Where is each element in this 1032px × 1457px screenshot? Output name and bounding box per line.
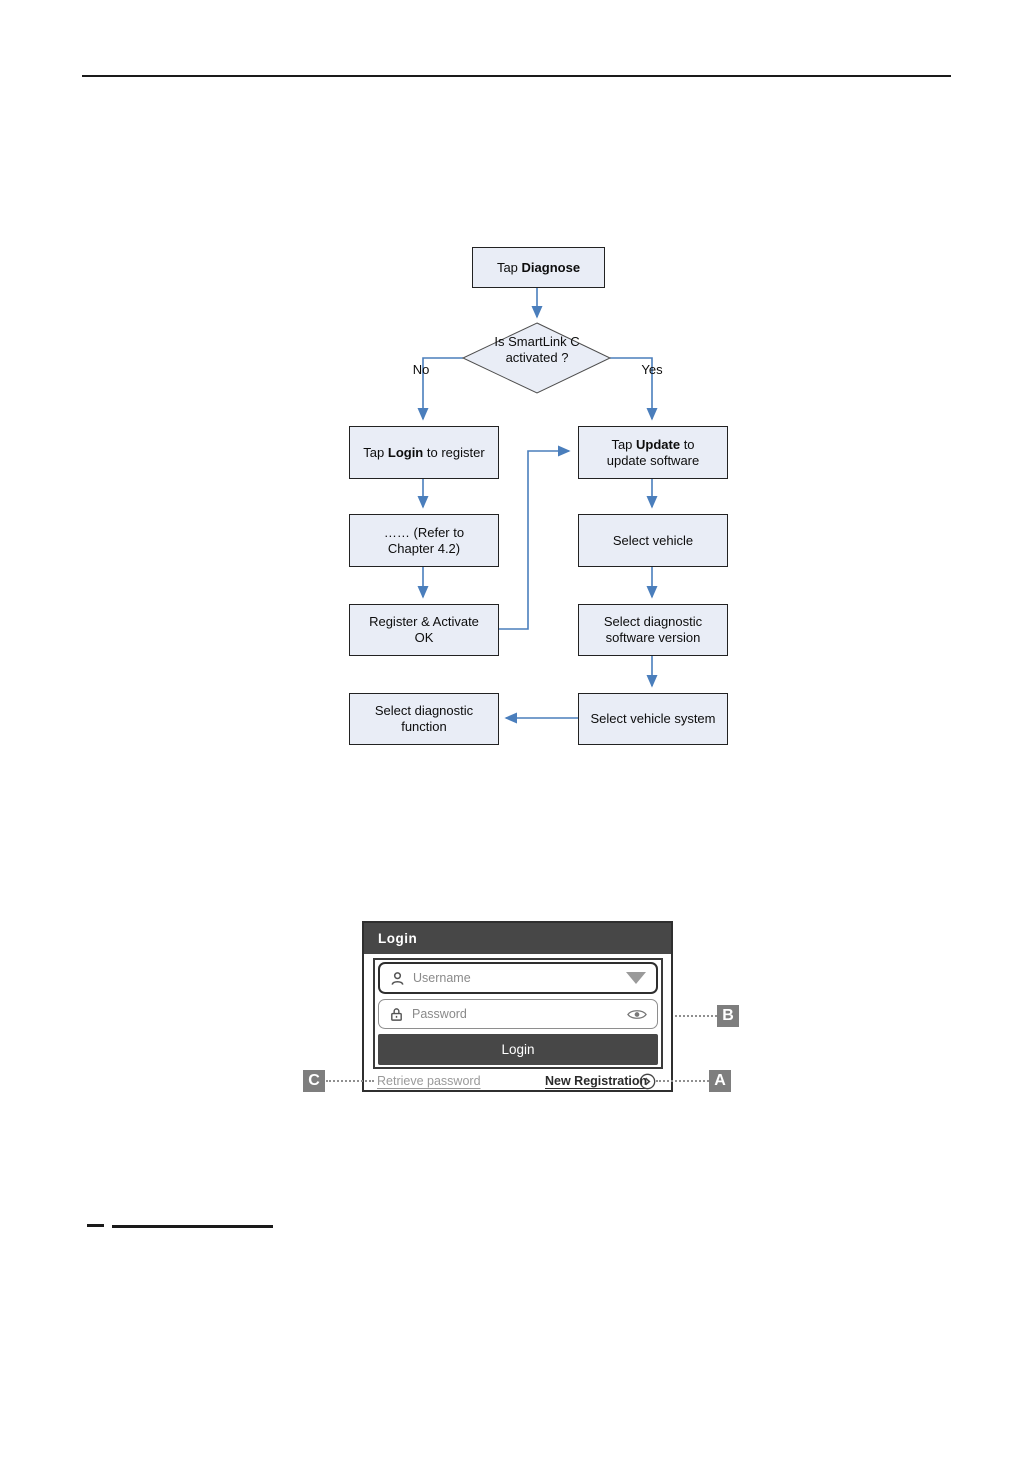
- flow-box-label: Tap Login to register: [363, 444, 485, 460]
- lock-icon: [391, 1007, 402, 1021]
- flowchart-connectors: [417, 286, 658, 724]
- login-title-bar: Login: [364, 923, 671, 954]
- flow-box-label: Tap Update to update software: [606, 436, 700, 468]
- login-title: Login: [378, 931, 418, 946]
- login-form: Username Password Login: [373, 958, 663, 1069]
- footnote-dash: [87, 1224, 104, 1227]
- decision-label: Is SmartLink C activated ?: [494, 334, 580, 365]
- flow-box-select-diagnostic-function: Select diagnostic function: [349, 693, 499, 745]
- retrieve-password-link[interactable]: Retrieve password: [377, 1074, 481, 1088]
- flow-box-tap-login: Tap Login to register: [349, 426, 499, 479]
- password-placeholder: Password: [412, 1007, 467, 1021]
- decision-diamond: [461, 322, 612, 394]
- callout-b: B: [717, 1005, 739, 1027]
- callout-a-connector: [656, 1080, 709, 1082]
- flow-box-tap-update: Tap Update to update software: [578, 426, 728, 479]
- person-icon: [391, 971, 404, 985]
- username-placeholder: Username: [413, 971, 471, 985]
- login-dialog: Login Username Password: [362, 921, 673, 1092]
- flow-box-label: Select vehicle: [612, 532, 694, 548]
- flow-box-label: Select diagnostic function: [374, 703, 474, 734]
- flow-box-tap-diagnose: Tap Diagnose: [472, 247, 605, 288]
- username-field[interactable]: Username: [378, 962, 658, 994]
- flow-box-label: Tap Diagnose: [496, 259, 581, 275]
- callout-b-connector: [675, 1015, 717, 1017]
- flow-box-label: Register & Activate OK: [369, 614, 479, 645]
- flow-box-software-version: Select diagnostic software version: [578, 604, 728, 656]
- page-header-rule: [82, 75, 951, 77]
- footnote-rule: [112, 1225, 273, 1228]
- arrow-circle-icon[interactable]: [639, 1073, 656, 1090]
- branch-label-yes: Yes: [641, 362, 663, 377]
- flow-box-label: Select vehicle system: [590, 711, 716, 726]
- flow-box-label: Select diagnostic software version: [603, 614, 703, 645]
- branch-label-no: No: [412, 362, 430, 377]
- callout-a: A: [709, 1070, 731, 1092]
- flow-box-register-activate: Register & Activate OK: [349, 604, 499, 656]
- flow-box-refer-chapter: …… (Refer to Chapter 4.2): [349, 514, 499, 567]
- callout-c-connector: [326, 1080, 374, 1082]
- callout-c: C: [303, 1070, 325, 1092]
- chevron-down-icon[interactable]: [626, 972, 646, 984]
- password-field[interactable]: Password: [378, 999, 658, 1029]
- login-button[interactable]: Login: [378, 1034, 658, 1065]
- eye-icon[interactable]: [627, 1008, 647, 1021]
- flow-box-label: …… (Refer to Chapter 4.2): [383, 524, 465, 556]
- new-registration-link[interactable]: New Registration: [545, 1074, 648, 1088]
- flow-box-select-vehicle: Select vehicle: [578, 514, 728, 567]
- flow-box-vehicle-system: Select vehicle system: [578, 693, 728, 745]
